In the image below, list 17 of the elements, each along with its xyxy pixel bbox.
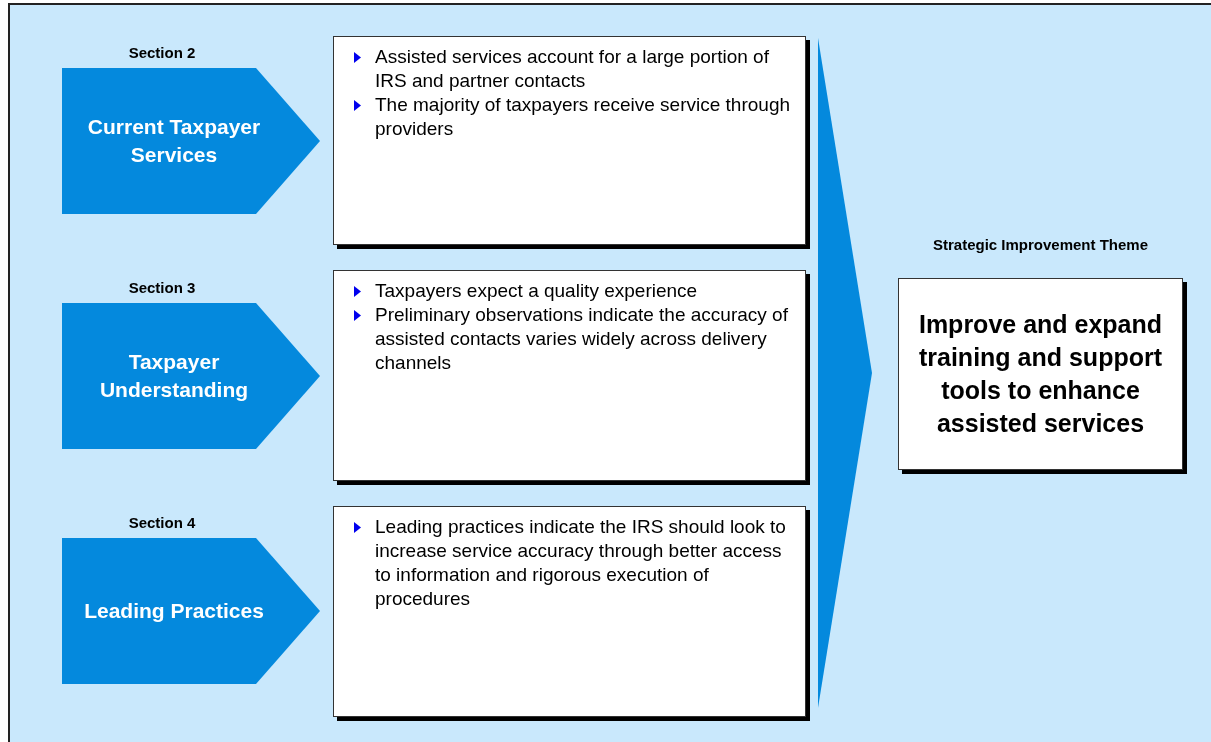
large-arrow — [818, 38, 872, 708]
bullet-text: Taxpayers expect a quality experience — [375, 279, 699, 303]
section-heading: Section 4 — [127, 513, 197, 533]
chevron-label: Leading Practices — [83, 598, 265, 624]
theme-text: Improve and expand training and support tools to enhance assisted services — [917, 309, 1164, 439]
chevron-shape — [62, 68, 320, 214]
bullet-text: Assisted services account for a large portion of IRS and partner contacts — [375, 45, 770, 93]
chevron-label: Taxpayer Understanding — [98, 349, 250, 403]
bullet-text: Preliminary observations indicate the accuracy of assisted contacts varies widely across delivery channels — [375, 303, 789, 375]
chevron-label: Current Taxpayer Services — [86, 114, 262, 168]
bullet-text: The majority of taxpayers receive service through providers — [375, 93, 791, 141]
section-heading: Section 2 — [127, 43, 197, 63]
chevron-shape — [62, 538, 320, 684]
section-heading: Strategic Improvement Theme — [931, 235, 1150, 255]
bullet-text: Leading practices indicate the IRS should look to increase service accuracy through better access to information and rigorous execution of procedures — [375, 515, 787, 611]
section-heading: Section 3 — [127, 278, 197, 298]
chevron-shape — [62, 303, 320, 449]
